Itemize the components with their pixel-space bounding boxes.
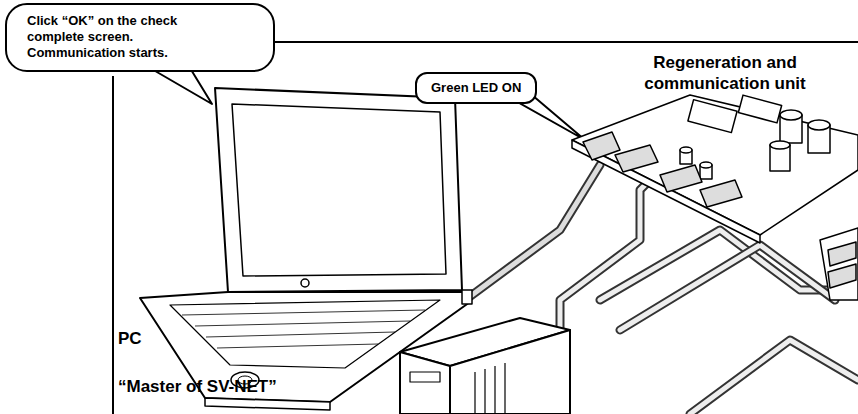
power-supply xyxy=(400,318,570,414)
device-label: PC xyxy=(118,328,142,349)
software-label: “Master of SV-NET” xyxy=(118,376,277,397)
frame-line xyxy=(112,76,114,414)
callout-text: Green LED ON xyxy=(431,80,521,96)
circuit-board xyxy=(572,58,858,300)
callout-bubble: Click “OK” on the check complete screen.… xyxy=(5,3,275,72)
unit-label: Regeneration and communication unit xyxy=(600,52,850,94)
frame-line xyxy=(270,41,858,43)
callout-bubble: Green LED ON xyxy=(415,72,537,104)
callout-tail xyxy=(150,68,212,104)
callout-text: Click “OK” on the check complete screen.… xyxy=(27,13,212,61)
